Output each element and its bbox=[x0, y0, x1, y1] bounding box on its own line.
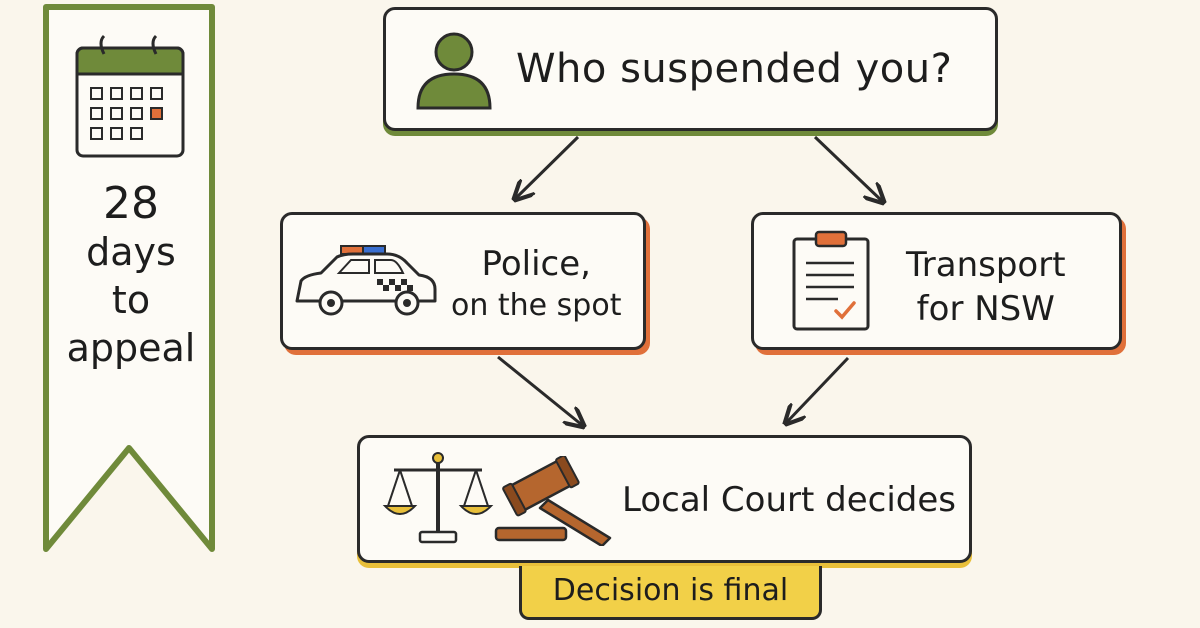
appeal-word: appeal bbox=[66, 326, 196, 370]
transport-label-line2: for NSW bbox=[916, 289, 1055, 329]
final-badge: Decision is final bbox=[519, 566, 822, 620]
calendar-icon bbox=[75, 34, 185, 158]
scales-icon bbox=[382, 452, 494, 544]
court-text: Local Court decides bbox=[622, 480, 956, 520]
police-label-line1: Police, bbox=[481, 244, 591, 284]
gavel-icon bbox=[494, 456, 612, 546]
court-box: Local Court decides bbox=[357, 435, 972, 563]
police-box: Police, on the spot bbox=[280, 212, 646, 350]
arrow-question-to-transport bbox=[813, 135, 882, 201]
transport-box: Transport for NSW bbox=[751, 212, 1122, 350]
transport-label: Transport for NSW bbox=[906, 243, 1066, 331]
appeal-days-unit: days bbox=[86, 230, 176, 274]
arrow-transport-to-court bbox=[787, 356, 850, 422]
question-box: Who suspended you? bbox=[383, 7, 998, 131]
transport-label-line1: Transport bbox=[906, 245, 1066, 285]
arrow-question-to-police bbox=[516, 135, 580, 198]
police-label-line2: on the spot bbox=[451, 288, 622, 323]
appeal-deadline: 28 days to appeal bbox=[48, 180, 214, 372]
police-label: Police, on the spot bbox=[451, 243, 621, 327]
appeal-days-number: 28 bbox=[103, 178, 159, 229]
arrow-police-to-court bbox=[497, 355, 582, 425]
person-icon bbox=[416, 32, 492, 110]
clipboard-icon bbox=[792, 230, 870, 331]
police-car-icon bbox=[295, 245, 437, 316]
question-text: Who suspended you? bbox=[516, 46, 953, 92]
appeal-to: to bbox=[111, 278, 151, 322]
